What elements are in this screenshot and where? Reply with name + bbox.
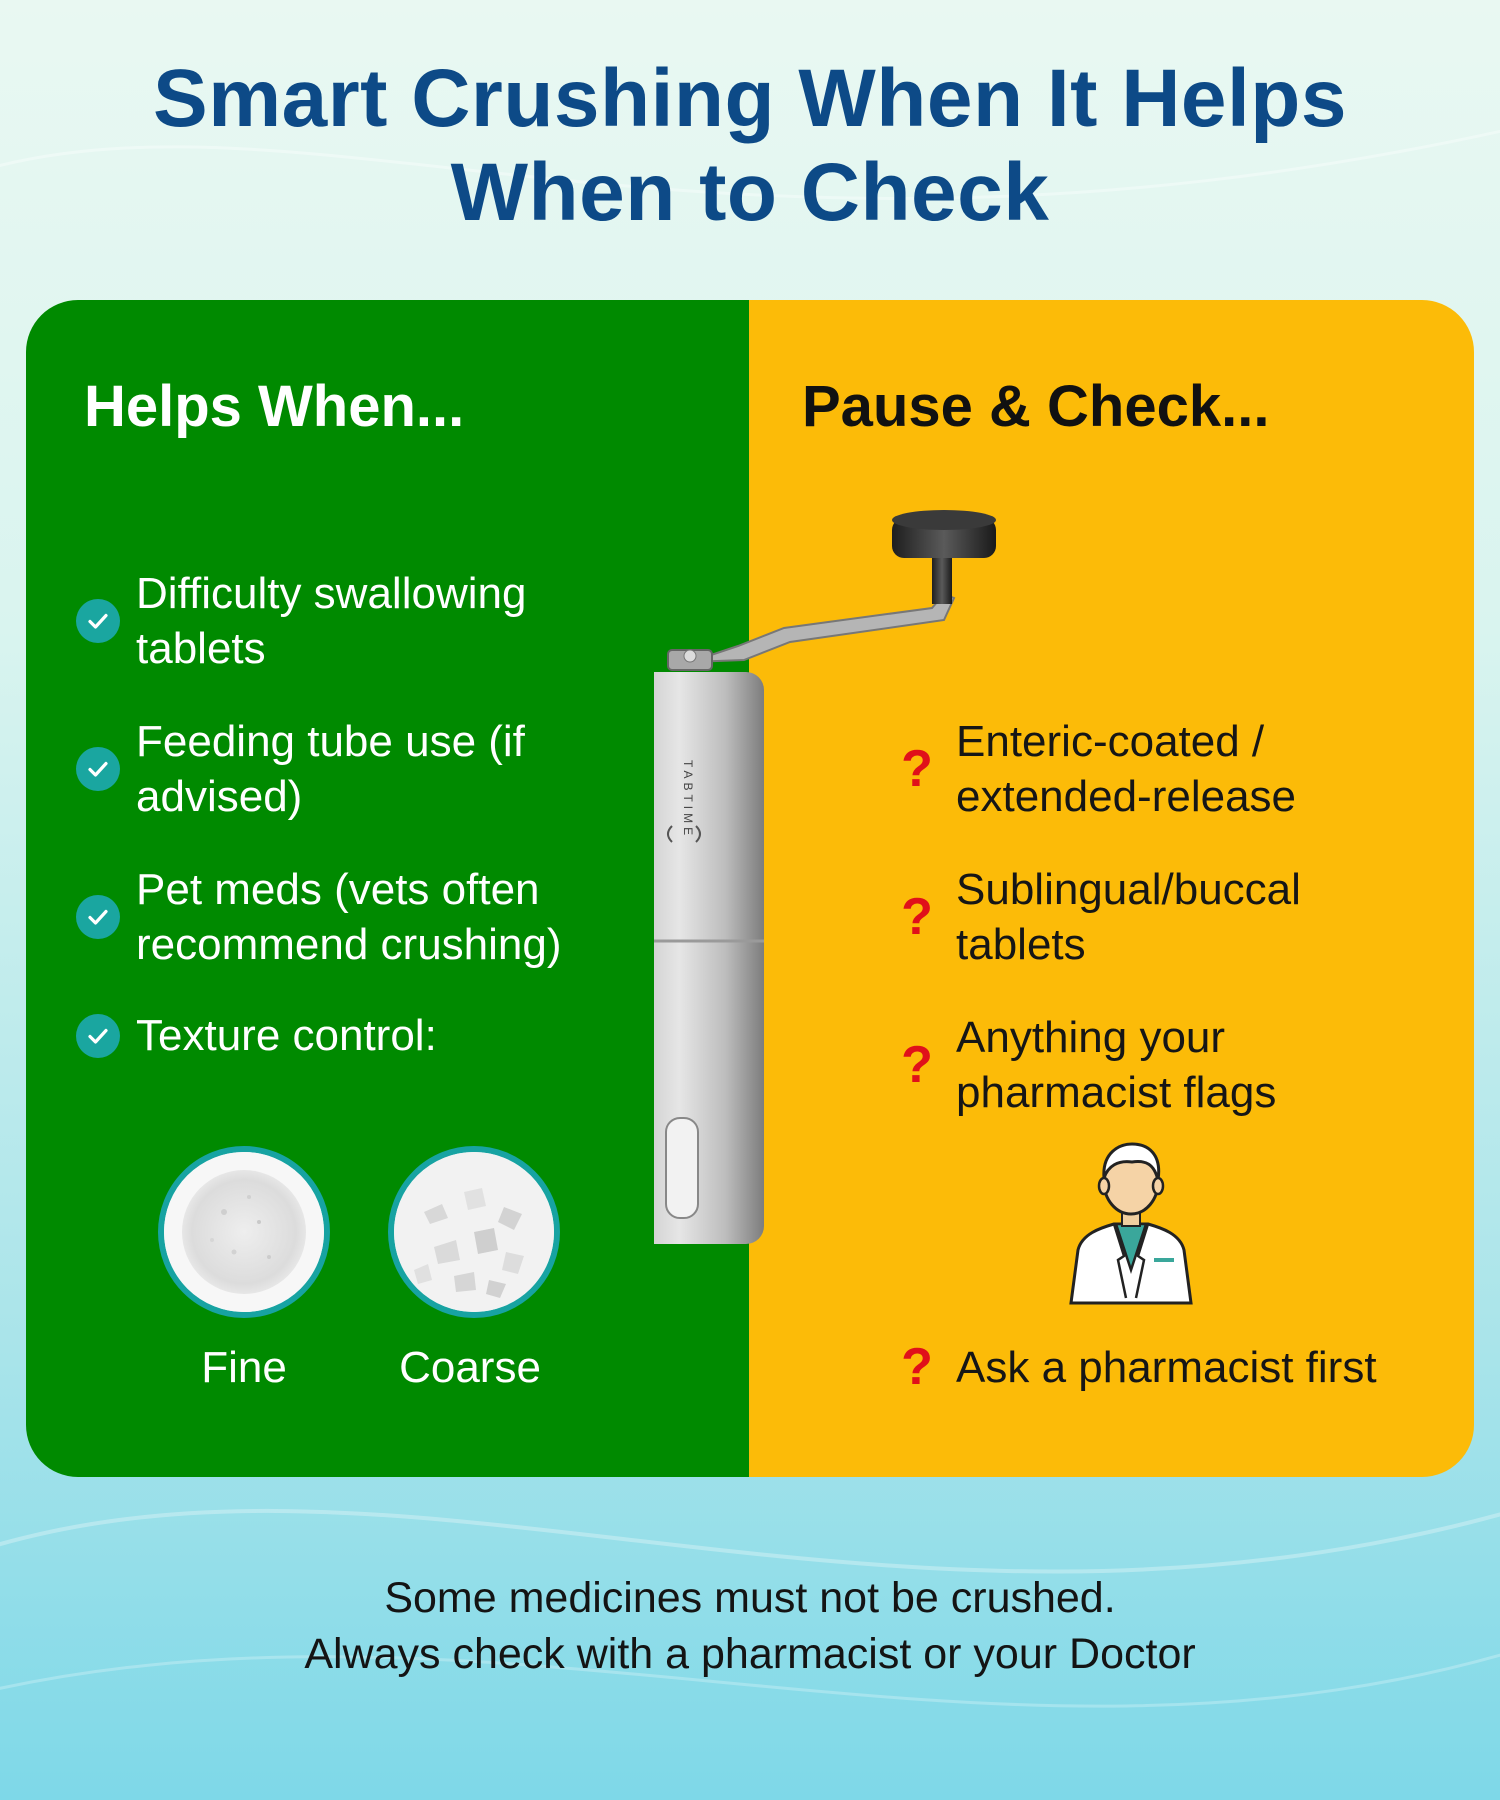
check-circle-icon xyxy=(76,599,120,643)
helps-item-text: Feeding tube use (if advised) xyxy=(136,717,525,821)
pharmacist-icon xyxy=(1069,1142,1193,1305)
footer-line-1: Some medicines must not be crushed. xyxy=(384,1574,1116,1622)
question-mark-icon: ? xyxy=(901,1338,933,1396)
question-mark-icon: ? xyxy=(901,887,933,946)
question-mark-icon: ? xyxy=(901,1035,933,1094)
helps-item: Feeding tube use (if advised) xyxy=(76,714,636,824)
check-final-text: Ask a pharmacist first xyxy=(956,1343,1377,1392)
coarse-label: Coarse xyxy=(399,1343,541,1392)
helps-item-text: Pet meds (vets often recommend crushing) xyxy=(136,865,562,969)
question-mark-icon: ? xyxy=(901,739,933,798)
check-circle-icon xyxy=(76,747,120,791)
footer-disclaimer: Some medicines must not be crushed. Alwa… xyxy=(0,1570,1500,1682)
fine-powder-swatch xyxy=(158,1146,330,1318)
fine-label: Fine xyxy=(201,1343,287,1392)
check-item-text: Enteric-coated / extended-release xyxy=(956,717,1297,821)
check-heading: Pause & Check... xyxy=(802,374,1270,439)
check-item: ? Sublingual/buccal tablets xyxy=(896,862,1456,972)
footer-line-2: Always check with a pharmacist or your D… xyxy=(304,1630,1196,1678)
check-item-text: Anything your pharmacist flags xyxy=(956,1013,1277,1117)
helps-item: Pet meds (vets often recommend crushing) xyxy=(76,862,636,972)
helps-heading: Helps When... xyxy=(84,374,465,439)
check-final-item: ? Ask a pharmacist first xyxy=(896,1340,1456,1395)
check-item-text: Sublingual/buccal tablets xyxy=(956,865,1301,969)
check-circle-icon xyxy=(76,895,120,939)
helps-item-text: Texture control: xyxy=(136,1011,437,1060)
check-item: ? Anything your pharmacist flags xyxy=(896,1010,1456,1120)
page-title: Smart Crushing When It Helps When to Che… xyxy=(0,52,1500,240)
grinder-brand: TABTIME xyxy=(681,760,695,839)
helps-item: Texture control: xyxy=(76,1008,636,1063)
coarse-powder-swatch xyxy=(388,1146,560,1318)
title-line-1: Smart Crushing When It Helps xyxy=(153,53,1347,144)
comparison-card: Helps When... Pause & Check... Difficult… xyxy=(26,300,1474,1477)
check-item: ? Enteric-coated / extended-release xyxy=(896,714,1456,824)
helps-item-text: Difficulty swallowing tablets xyxy=(136,569,527,673)
title-line-2: When to Check xyxy=(450,147,1050,238)
helps-item: Difficulty swallowing tablets xyxy=(76,566,636,676)
check-circle-icon xyxy=(76,1013,120,1058)
helps-panel xyxy=(26,300,749,1477)
pill-grinder-image: TABTIME xyxy=(654,510,996,1244)
